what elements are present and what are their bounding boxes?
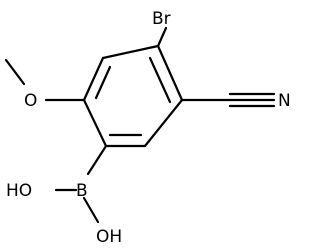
chemical-structure: Br N O B HO OH bbox=[4, 9, 291, 247]
c-b-bond bbox=[86, 144, 108, 176]
ring-bond bbox=[101, 44, 160, 60]
o-methyl-bond bbox=[4, 58, 26, 86]
ring-bond bbox=[143, 98, 184, 148]
ring-bond bbox=[82, 98, 108, 148]
ring-bond bbox=[82, 56, 105, 102]
boron-label: B bbox=[76, 181, 88, 201]
b-oh-bond bbox=[82, 196, 100, 224]
hydroxyl-label-bottom: OH bbox=[96, 227, 122, 247]
bromine-label: Br bbox=[152, 9, 171, 29]
ring-double-bond bbox=[148, 56, 172, 104]
hydroxyl-label-left: HO bbox=[6, 181, 32, 201]
c-br-bond bbox=[156, 26, 168, 48]
ring-bond bbox=[156, 44, 184, 102]
oxygen-label: O bbox=[24, 91, 37, 111]
nitrogen-label: N bbox=[278, 91, 291, 111]
benzene-ring bbox=[82, 44, 184, 148]
ring-double-bond bbox=[94, 65, 112, 100]
